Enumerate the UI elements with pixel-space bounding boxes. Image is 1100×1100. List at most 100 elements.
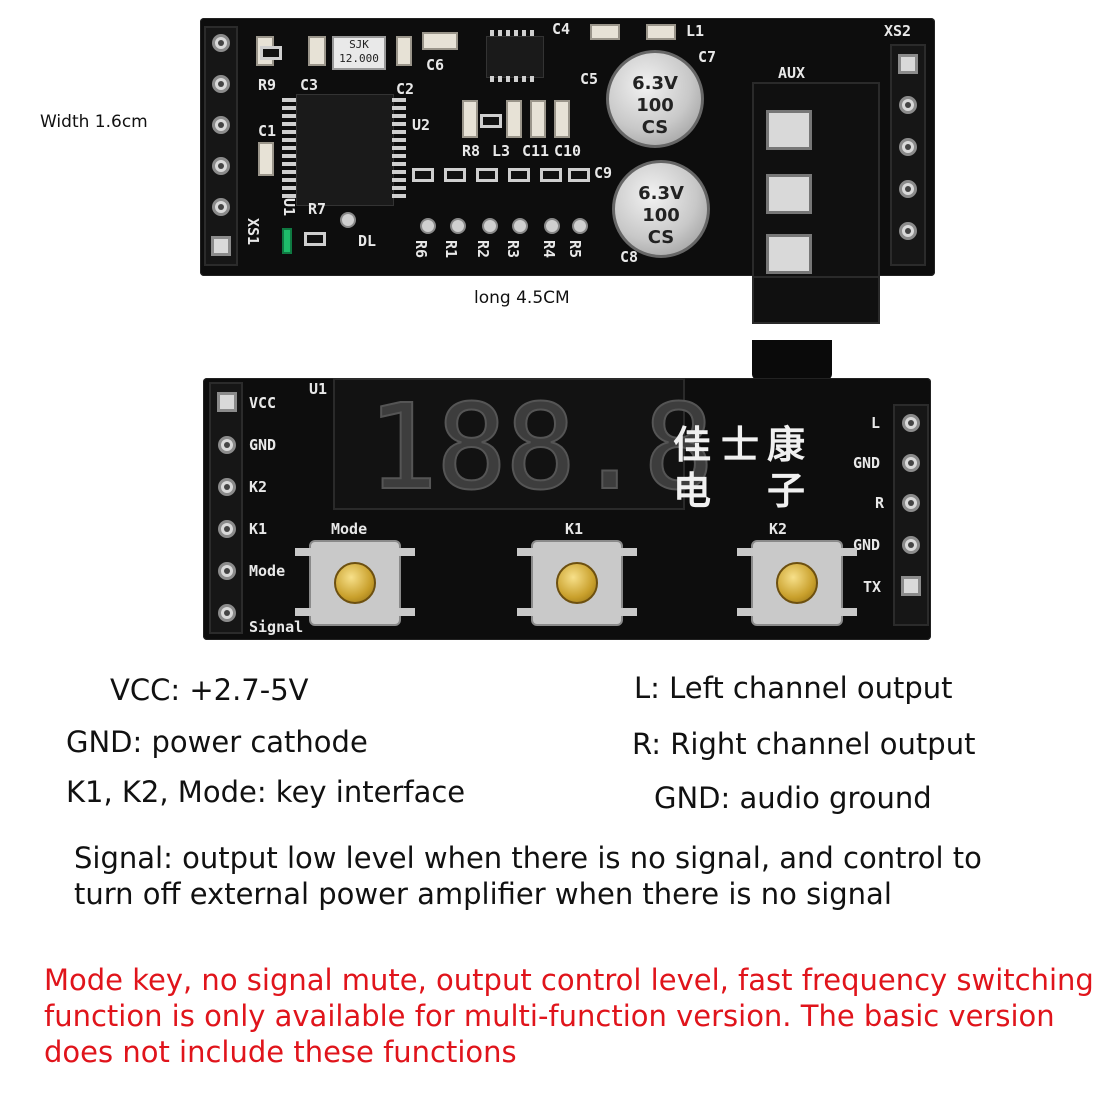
- left-pin: [218, 562, 236, 580]
- button-label-k1: K1: [565, 520, 584, 538]
- chip-pins: [490, 76, 538, 82]
- desc-l: L: Left channel output: [634, 671, 953, 705]
- xs1-pin: [212, 116, 230, 134]
- c1-label: C1: [258, 122, 277, 140]
- cap-voltage: 6.3V: [632, 73, 678, 94]
- smd-capacitor: [462, 100, 478, 138]
- chip-pins: [282, 98, 296, 200]
- xs1-pin: [212, 157, 230, 175]
- smd-resistor: [476, 168, 498, 182]
- mode-button[interactable]: [309, 540, 401, 626]
- button-cap[interactable]: [334, 562, 376, 604]
- r6-label: R6: [412, 240, 430, 259]
- right-pin: [902, 454, 920, 472]
- k2-button[interactable]: [751, 540, 843, 626]
- smd-resistor: [412, 168, 434, 182]
- dl-label: DL: [358, 232, 377, 250]
- l1-label: L1: [686, 22, 705, 40]
- pin-label-gnd: GND: [249, 436, 277, 454]
- u1-chip: [296, 94, 394, 206]
- cap-brand: CS: [647, 227, 675, 248]
- xs2-pin: [899, 222, 917, 240]
- cap-value: 100: [642, 205, 680, 226]
- test-point: [482, 218, 498, 234]
- c5-label: C5: [580, 70, 599, 88]
- cap-brand: CS: [641, 117, 669, 138]
- c7-label: C7: [698, 48, 717, 66]
- r2-label: R2: [474, 240, 492, 259]
- c3-label: C3: [300, 76, 319, 94]
- jack-pad: [766, 174, 812, 214]
- xs1-label: XS1: [244, 218, 262, 246]
- smd-resistor: [480, 114, 502, 128]
- left-pin: [218, 604, 236, 622]
- button-cap[interactable]: [556, 562, 598, 604]
- button-label-k2: K2: [769, 520, 788, 538]
- left-pin-1: [217, 392, 237, 412]
- c11-label: C11: [522, 142, 550, 160]
- pin-label-signal: Signal: [249, 618, 304, 636]
- button-lead: [295, 548, 311, 556]
- smd-capacitor: [422, 32, 458, 50]
- c4-label: C4: [552, 20, 571, 38]
- l3-label: L3: [492, 142, 511, 160]
- jack-pad: [766, 234, 812, 274]
- length-caption: long 4.5CM: [474, 288, 570, 308]
- r8-label: R8: [462, 142, 481, 160]
- r9-label: R9: [258, 76, 277, 94]
- pin-label-gnd-right: GND: [853, 454, 881, 472]
- left-pin: [218, 478, 236, 496]
- button-lead: [399, 548, 415, 556]
- smd-resistor: [304, 232, 326, 246]
- r5-label: R5: [566, 240, 584, 259]
- left-pin: [218, 520, 236, 538]
- smd-inductor: [646, 24, 676, 40]
- brand-char: 康: [767, 423, 806, 467]
- button-lead: [621, 608, 637, 616]
- electrolytic-capacitor-c8: 6.3V 100 CS: [612, 160, 710, 258]
- chip-pins: [392, 98, 406, 200]
- c9-label: C9: [594, 164, 613, 182]
- desc-gnd-audio: GND: audio ground: [654, 781, 932, 815]
- pin-label-mode: Mode: [249, 562, 286, 580]
- electrolytic-capacitor-c5: 6.3V 100 CS: [606, 50, 704, 148]
- test-point: [340, 212, 356, 228]
- test-point: [544, 218, 560, 234]
- desc-vcc: VCC: +2.7-5V: [110, 673, 309, 707]
- crystal-brand: SJK: [349, 38, 369, 51]
- cap-value: 100: [636, 95, 674, 116]
- r3-label: R3: [504, 240, 522, 259]
- xs1-pin: [212, 34, 230, 52]
- button-lead: [737, 548, 753, 556]
- button-cap[interactable]: [776, 562, 818, 604]
- button-lead: [295, 608, 311, 616]
- right-pin: [902, 536, 920, 554]
- smd-capacitor: [506, 100, 522, 138]
- smd-resistor: [260, 46, 282, 60]
- c6-label: C6: [426, 56, 445, 74]
- xs2-pin: [899, 180, 917, 198]
- multifunction-note: Mode key, no signal mute, output control…: [44, 963, 1094, 1069]
- aux-jack-rear: [752, 340, 832, 380]
- k1-button[interactable]: [531, 540, 623, 626]
- test-point: [420, 218, 436, 234]
- xs1-pin: [212, 75, 230, 93]
- left-pin: [218, 436, 236, 454]
- brand-char: 士: [721, 423, 760, 467]
- u2-label: U2: [412, 116, 431, 134]
- brand-char: 佳: [673, 423, 712, 467]
- xs2-label: XS2: [884, 22, 912, 40]
- test-point: [512, 218, 528, 234]
- smd-resistor: [508, 168, 530, 182]
- crystal-oscillator: SJK 12.000: [332, 36, 386, 70]
- button-lead: [399, 608, 415, 616]
- smd-resistor: [568, 168, 590, 182]
- c2-label: C2: [396, 80, 415, 98]
- r7-label: R7: [308, 200, 327, 218]
- xs2-pin: [899, 96, 917, 114]
- u1-label: U1: [309, 380, 328, 398]
- pin-label-k1: K1: [249, 520, 268, 538]
- right-pin-tx: [901, 576, 921, 596]
- jack-pad: [766, 110, 812, 150]
- display-digits: 188.8: [366, 378, 715, 516]
